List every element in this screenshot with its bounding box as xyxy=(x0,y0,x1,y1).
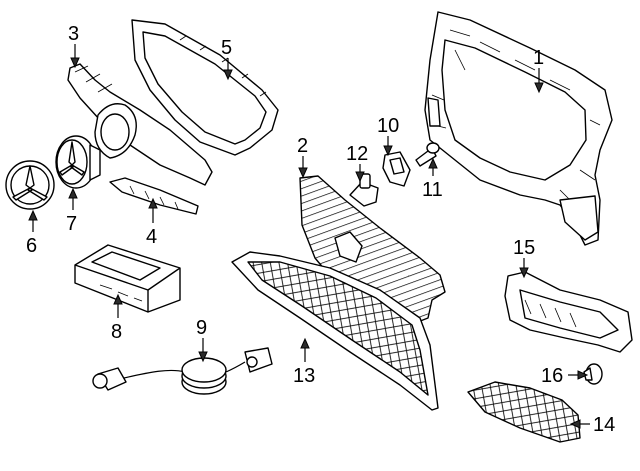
part-4-trim-strip xyxy=(109,177,199,215)
part-8-sensor-module xyxy=(74,244,181,313)
callout-labels: 1 2 3 4 5 6 7 8 9 10 11 12 13 14 15 16 xyxy=(26,23,615,436)
callout-16: 16 xyxy=(541,365,563,387)
callout-11: 11 xyxy=(422,179,443,201)
callout-2: 2 xyxy=(297,135,308,157)
part-5-grille-frame xyxy=(131,19,279,156)
callout-6: 6 xyxy=(26,235,37,257)
callout-5: 5 xyxy=(221,37,232,59)
leader-lines xyxy=(28,44,590,429)
callout-13: 13 xyxy=(293,365,315,387)
callout-3: 3 xyxy=(68,23,79,45)
callout-1: 1 xyxy=(533,47,544,69)
part-9-camera-harness xyxy=(92,347,273,395)
callout-12: 12 xyxy=(346,143,368,165)
callout-4: 4 xyxy=(146,226,157,248)
part-6-emblem xyxy=(5,160,55,210)
part-15-side-bracket xyxy=(504,271,633,353)
part-16-rivet xyxy=(583,363,603,385)
part-3-grille-surround xyxy=(67,63,213,186)
callout-7: 7 xyxy=(66,213,77,235)
part-14-side-grille xyxy=(467,381,581,443)
callout-10: 10 xyxy=(377,115,399,137)
callout-15: 15 xyxy=(513,237,535,259)
callout-9: 9 xyxy=(196,317,207,339)
part-13-lower-grille xyxy=(231,251,439,411)
part-11-screw xyxy=(415,142,440,167)
part-1-grille-support xyxy=(424,11,613,246)
callout-14: 14 xyxy=(593,414,615,436)
part-12-push-clip xyxy=(349,173,379,207)
part-7-emblem-base xyxy=(55,135,101,189)
part-10-clip xyxy=(382,151,411,187)
callout-8: 8 xyxy=(111,321,122,343)
